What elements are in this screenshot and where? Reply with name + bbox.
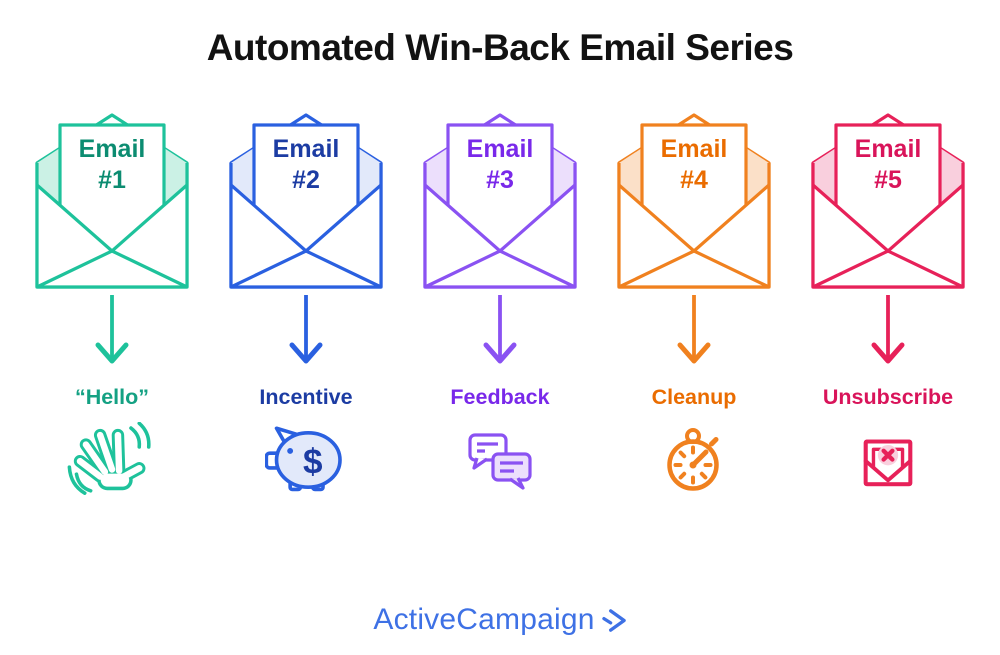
step-label: “Hello” (74, 385, 150, 409)
step-label: Incentive (259, 385, 353, 409)
email-series-row: Email #1 “Hello” (15, 113, 985, 496)
svg-text:$: $ (303, 443, 323, 482)
email-step-3: Email #3 Feedback (403, 113, 597, 496)
envelope-line1: Email (273, 135, 340, 163)
brand-logo: ActiveCampaign (0, 603, 1000, 637)
open-envelope-icon: Email #3 (423, 113, 577, 289)
down-arrow-icon (289, 295, 323, 364)
down-arrow-icon (95, 295, 129, 364)
waving-hand-icon (67, 422, 151, 495)
envelope-line1: Email (79, 135, 146, 163)
open-envelope-icon: Email #2 (229, 113, 383, 289)
open-envelope-icon: Email #1 (35, 113, 189, 289)
envelope-line1: Email (855, 135, 922, 163)
email-step-1: Email #1 “Hello” (15, 113, 209, 496)
step-label: Cleanup (651, 385, 737, 409)
open-envelope-icon: Email #4 (617, 113, 771, 289)
down-arrow-icon (871, 295, 905, 364)
step-label: Unsubscribe (822, 385, 954, 409)
down-arrow-icon (677, 295, 711, 364)
brand-name: ActiveCampaign (373, 603, 595, 636)
down-arrow-icon (483, 295, 517, 364)
envelope-line2: #1 (98, 166, 126, 194)
envelope-line2: #3 (486, 166, 514, 194)
email-step-5: Email #5 Unsubscribe (791, 113, 985, 496)
envelope-line1: Email (661, 135, 728, 163)
envelope-line2: #2 (292, 166, 320, 194)
page-title: Automated Win-Back Email Series (206, 27, 794, 68)
chat-bubbles-icon (468, 433, 532, 490)
email-step-2: Email #2 Incentive $ (209, 113, 403, 496)
envelope-line1: Email (467, 135, 534, 163)
stopwatch-icon (667, 428, 719, 491)
unsubscribe-envelope-icon (863, 439, 913, 487)
open-envelope-icon: Email #5 (811, 113, 965, 289)
envelope-line2: #5 (874, 166, 902, 194)
step-label: Feedback (450, 385, 550, 409)
envelope-line2: #4 (680, 166, 708, 194)
double-chevron-right-icon (601, 608, 626, 632)
piggy-bank-icon: $ (265, 426, 342, 492)
email-step-4: Email #4 Cleanup (597, 113, 791, 496)
